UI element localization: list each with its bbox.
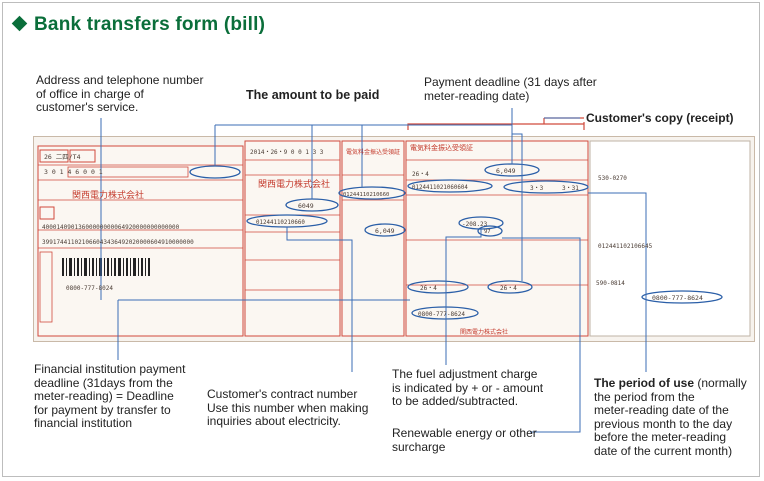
form-code-number: 530-0270	[598, 175, 627, 182]
form-contract-mid: 01244110210660	[256, 220, 305, 226]
form-phone-left: 0800-777-8024	[66, 285, 113, 292]
digit-boxes	[67, 166, 189, 178]
form-code-text: 26 二四/T4	[44, 153, 81, 161]
svg-text:電気料金振込受領証: 電気料金振込受領証	[346, 148, 400, 156]
form-code-number-2: 590-0814	[596, 280, 625, 287]
form-amount-receipt: 6,049	[375, 227, 395, 235]
period-of-use-title: The period of use	[594, 376, 695, 390]
copy-bracket	[407, 123, 585, 130]
barcode-graphic	[62, 258, 150, 276]
note-contract-number: Customer's contract number Use this numb…	[207, 387, 369, 428]
leader-fuel	[445, 229, 482, 365]
leader-renewable	[502, 237, 581, 433]
svg-text:3 0 1 4 6 0 0 1: 3 0 1 4 6 0 0 1	[44, 168, 103, 176]
form-fuel-value: -208.23	[462, 221, 488, 228]
customer-copy-frame	[589, 140, 751, 337]
note-amount-to-pay: The amount to be paid	[246, 88, 380, 102]
form-phone-copy: 0800-777-8624	[652, 294, 703, 302]
form-period-to: 3・31	[562, 185, 579, 192]
left-code-box-2	[69, 149, 96, 163]
form-deadline-a: 26・4	[420, 285, 437, 292]
note-renewable: Renewable energy or other surcharge	[392, 426, 537, 454]
note-customers-copy: Customer's copy (receipt)	[586, 111, 734, 125]
form-company-bill: 関西電力株式会社	[460, 328, 508, 336]
leader-period	[588, 192, 647, 372]
receipt-stub-frame	[341, 140, 405, 337]
form-bank-number-2: 3991744110210660434364920200006049100000…	[42, 239, 194, 246]
form-contract-bill: 0124411021060604	[412, 185, 468, 191]
form-phone-bill: 0800-777-8624	[418, 311, 465, 318]
leader-deadline	[511, 108, 523, 281]
form-bank-number: 40001409013600000000064920000000000000	[42, 224, 180, 231]
oval-deadline-a	[407, 280, 469, 294]
form-renewable-value: 97	[484, 229, 491, 235]
form-small-number: 012441102106645	[598, 243, 653, 250]
oval-renewable	[477, 225, 503, 237]
note-address-office: Address and telephone number of office i…	[36, 73, 204, 114]
note-period-of-use: The period of use (normally the period f…	[594, 376, 759, 458]
oval-bill-phone	[411, 306, 479, 320]
form-deadline-top: 26・4	[412, 171, 429, 178]
left-code-box	[39, 149, 69, 163]
svg-text:2014・26・9 0 0 1 3 3: 2014・26・9 0 0 1 3 3	[250, 149, 324, 156]
form-period-from: 3・3	[530, 185, 544, 192]
oval-receipt-amount	[364, 223, 406, 237]
form-amount-bill: 6,049	[496, 167, 516, 175]
form-company-left: 関西電力株式会社	[72, 189, 144, 201]
page-title: Bank transfers form (bill)	[11, 14, 266, 36]
leader-contract	[286, 227, 353, 372]
oval-receipt-contract	[338, 186, 406, 200]
oval-period	[503, 180, 589, 194]
note-financial-deadline: Financial institution payment deadline (…	[34, 362, 186, 430]
form-amount-mid: 6049	[298, 202, 314, 210]
svg-text:電気料金振込受領証: 電気料金振込受領証	[410, 143, 473, 152]
period-of-use-detail: (normally the period from the meter-read…	[594, 376, 747, 458]
form-company-mid: 関西電力株式会社	[258, 178, 330, 190]
oval-deadline-b	[487, 280, 533, 294]
form-deadline-b: 26・4	[500, 285, 517, 292]
form-contract-receipt: 01244110210660	[343, 192, 389, 198]
oval-bill-contract	[407, 179, 493, 193]
note-fuel-adjustment: The fuel adjustment charge is indicated …	[392, 367, 544, 408]
middle-section-frame	[244, 140, 341, 337]
title-text: Bank transfers form (bill)	[34, 14, 266, 35]
note-payment-deadline: Payment deadline (31 days after meter-re…	[424, 75, 597, 103]
oval-copy-phone	[641, 290, 723, 304]
